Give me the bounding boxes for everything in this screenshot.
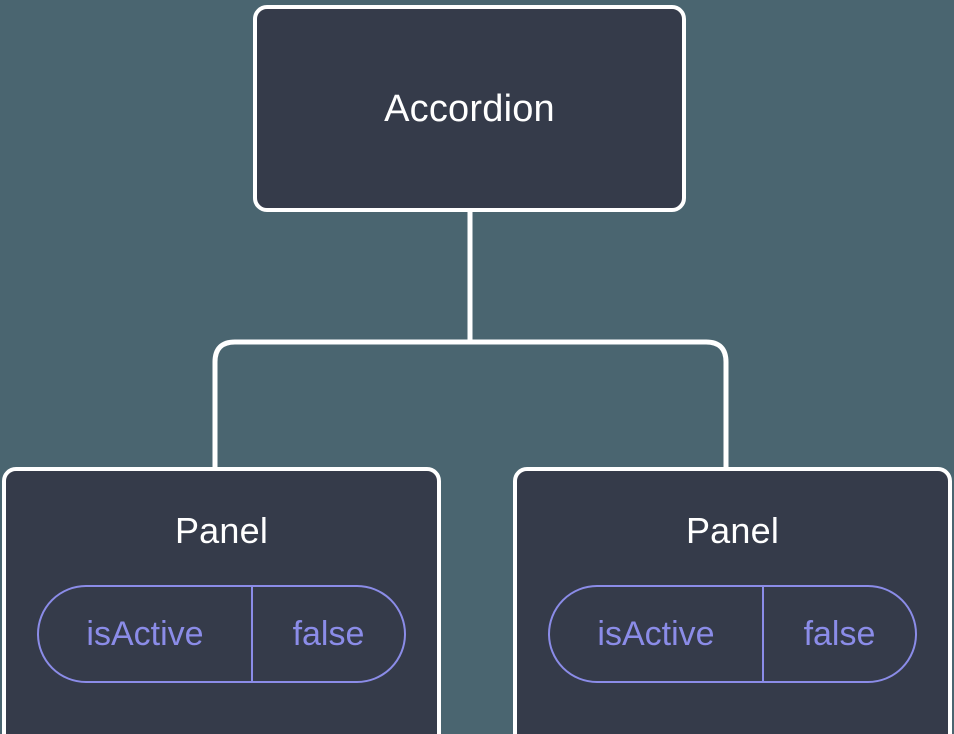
connector-branch-left: [212, 339, 470, 467]
node-accordion[interactable]: Accordion: [253, 5, 686, 212]
prop-key-isactive: isActive: [550, 587, 764, 681]
node-panel-2[interactable]: Panel isActive false: [513, 467, 952, 734]
node-accordion-label: Accordion: [384, 87, 555, 130]
prop-pill-panel-2[interactable]: isActive false: [548, 585, 917, 683]
connector-branch-right: [470, 339, 729, 467]
node-panel-1-label: Panel: [174, 510, 269, 551]
prop-value-isactive: false: [292, 615, 365, 653]
node-panel-1[interactable]: Panel isActive false: [2, 467, 441, 734]
prop-pill-panel-1[interactable]: isActive false: [37, 585, 406, 683]
node-panel-2-label: Panel: [685, 510, 780, 551]
prop-value-isactive: false: [803, 615, 876, 653]
prop-key-isactive: isActive: [39, 587, 253, 681]
